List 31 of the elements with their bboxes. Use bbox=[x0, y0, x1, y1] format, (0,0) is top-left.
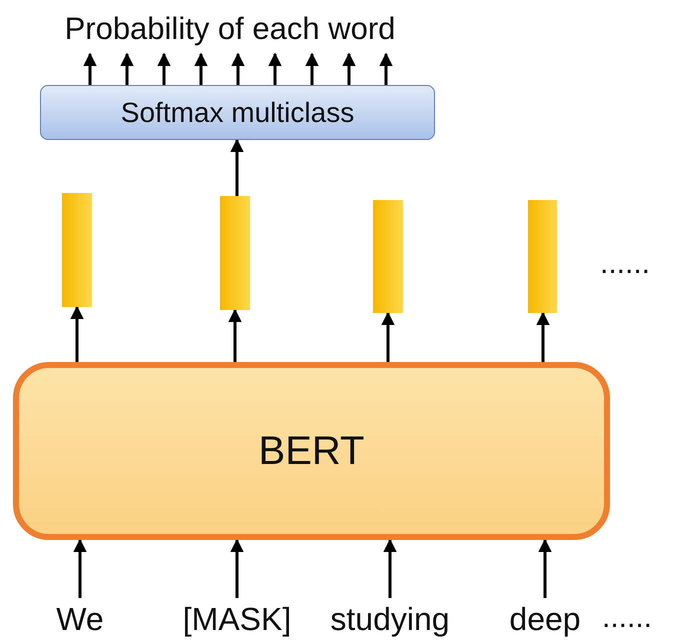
arrow bbox=[70, 306, 84, 362]
output-vector-bar bbox=[373, 200, 403, 313]
arrow bbox=[230, 138, 244, 196]
arrow bbox=[230, 538, 244, 598]
arrow bbox=[379, 52, 393, 85]
bert-model-box: BERT bbox=[13, 362, 610, 540]
arrow bbox=[157, 52, 171, 85]
arrow bbox=[383, 538, 397, 598]
softmax-layer-box: Softmax multiclass bbox=[40, 85, 435, 140]
arrow bbox=[73, 538, 87, 598]
output-vector-bar bbox=[62, 193, 92, 307]
input-token: We bbox=[56, 598, 104, 640]
arrow bbox=[231, 52, 245, 85]
input-token: deep bbox=[509, 598, 581, 640]
arrow bbox=[538, 538, 552, 598]
arrow bbox=[83, 52, 97, 85]
arrow bbox=[536, 312, 550, 362]
input-token: [MASK] bbox=[182, 598, 292, 640]
output-vector-bar bbox=[528, 200, 557, 313]
output-label: Probability of each word bbox=[30, 8, 430, 50]
output-vector-bar bbox=[220, 196, 250, 310]
arrow bbox=[381, 312, 395, 362]
arrow bbox=[120, 52, 134, 85]
arrow bbox=[228, 308, 242, 362]
input-token: studying bbox=[330, 598, 450, 640]
arrow bbox=[194, 52, 208, 85]
arrow bbox=[342, 52, 356, 85]
arrow bbox=[305, 52, 319, 85]
ellipsis-text: ...... bbox=[602, 601, 652, 635]
arrow bbox=[268, 52, 282, 85]
ellipsis-text: ...... bbox=[600, 247, 650, 281]
